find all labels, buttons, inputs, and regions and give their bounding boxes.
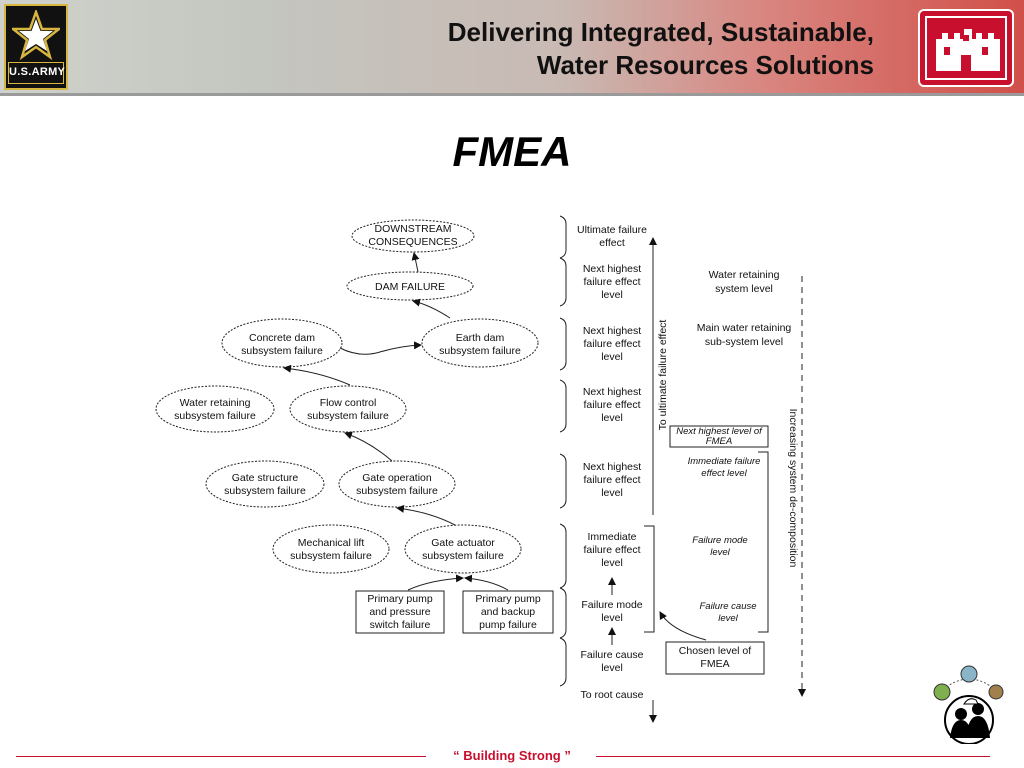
army-label: U.S.ARMY bbox=[8, 62, 65, 84]
footer-line-left bbox=[16, 756, 426, 757]
svg-text:Flow control: Flow control bbox=[320, 397, 377, 409]
svg-text:To root cause: To root cause bbox=[580, 689, 643, 701]
svg-text:effect level: effect level bbox=[701, 468, 747, 479]
globe-icon bbox=[960, 665, 978, 683]
svg-text:level: level bbox=[601, 662, 623, 674]
team-logo bbox=[933, 665, 1004, 744]
tree-icon bbox=[988, 684, 1004, 700]
svg-text:level: level bbox=[601, 289, 623, 301]
svg-text:failure effect: failure effect bbox=[583, 399, 640, 411]
svg-text:Gate structure: Gate structure bbox=[232, 472, 299, 484]
castle-logo bbox=[918, 9, 1014, 87]
node-gate-structure: Gate structure subsystem failure bbox=[205, 460, 325, 508]
army-logo: U.S.ARMY bbox=[4, 4, 68, 90]
svg-text:Failure cause: Failure cause bbox=[580, 649, 643, 661]
headline: Delivering Integrated, Sustainable, Wate… bbox=[448, 16, 874, 82]
node-downstream-consequences: DOWNSTREAM CONSEQUENCES bbox=[351, 219, 475, 253]
node-earth-dam: Earth dam subsystem failure bbox=[421, 318, 539, 368]
svg-text:Main water retaining: Main water retaining bbox=[697, 322, 792, 334]
svg-text:level: level bbox=[718, 613, 738, 624]
header-banner: U.S.ARMY Delivering Integrated, Sustaina… bbox=[0, 0, 1024, 96]
svg-text:and backup: and backup bbox=[481, 606, 535, 618]
right-labels: Water retaining system level Main water … bbox=[665, 269, 799, 675]
svg-text:Failure mode: Failure mode bbox=[692, 535, 747, 546]
level-brackets bbox=[559, 215, 567, 687]
svg-text:Ultimate failure: Ultimate failure bbox=[577, 224, 647, 236]
tree-arrows bbox=[283, 252, 509, 591]
svg-text:subsystem failure: subsystem failure bbox=[241, 345, 323, 357]
svg-text:subsystem failure: subsystem failure bbox=[224, 485, 306, 497]
svg-text:Failure mode: Failure mode bbox=[581, 599, 642, 611]
node-concrete-dam: Concrete dam subsystem failure bbox=[221, 318, 343, 368]
svg-text:subsystem failure: subsystem failure bbox=[356, 485, 438, 497]
svg-text:subsystem failure: subsystem failure bbox=[290, 550, 372, 562]
svg-text:Immediate: Immediate bbox=[587, 531, 636, 543]
svg-text:Mechanical lift: Mechanical lift bbox=[298, 537, 365, 549]
svg-text:Gate operation: Gate operation bbox=[362, 472, 432, 484]
svg-text:level: level bbox=[710, 547, 730, 558]
headline-line-1: Delivering Integrated, Sustainable, bbox=[447, 17, 874, 47]
node-mechanical-lift: Mechanical lift subsystem failure bbox=[272, 524, 390, 574]
headline-line-2: Water Resources Solutions bbox=[536, 50, 874, 80]
svg-text:and pressure: and pressure bbox=[369, 606, 430, 618]
svg-text:Next highest: Next highest bbox=[583, 325, 641, 337]
svg-text:Failure cause: Failure cause bbox=[699, 601, 756, 612]
leaf-icon bbox=[933, 683, 951, 701]
svg-text:subsystem failure: subsystem failure bbox=[307, 410, 389, 422]
svg-text:Water retaining: Water retaining bbox=[709, 269, 780, 281]
svg-text:level: level bbox=[601, 557, 623, 569]
svg-text:failure effect: failure effect bbox=[583, 338, 640, 350]
svg-text:failure effect: failure effect bbox=[583, 474, 640, 486]
svg-text:subsystem failure: subsystem failure bbox=[174, 410, 256, 422]
svg-text:failure effect: failure effect bbox=[583, 544, 640, 556]
svg-text:FMEA: FMEA bbox=[706, 436, 732, 447]
svg-text:Immediate failure: Immediate failure bbox=[688, 456, 761, 467]
node-pump-pressure-switch: Primary pump and pressure switch failure bbox=[355, 590, 445, 634]
svg-text:Next highest: Next highest bbox=[583, 386, 641, 398]
svg-text:Water retaining: Water retaining bbox=[180, 397, 251, 409]
node-pump-backup: Primary pump and backup pump failure bbox=[462, 590, 554, 634]
node-dam-failure: DAM FAILURE bbox=[346, 271, 474, 301]
svg-text:Earth dam: Earth dam bbox=[456, 332, 505, 344]
svg-text:Concrete dam: Concrete dam bbox=[249, 332, 315, 344]
svg-text:Next highest level of: Next highest level of bbox=[676, 426, 763, 437]
svg-text:level: level bbox=[601, 412, 623, 424]
svg-text:Chosen level of: Chosen level of bbox=[679, 645, 751, 657]
level-labels: Ultimate failure effect Next highest fai… bbox=[577, 224, 647, 701]
node-gate-actuator: Gate actuator subsystem failure bbox=[404, 524, 522, 574]
node-gate-operation: Gate operation subsystem failure bbox=[338, 460, 456, 508]
svg-text:FMEA: FMEA bbox=[700, 658, 729, 670]
node-water-retaining: Water retaining subsystem failure bbox=[155, 385, 275, 433]
footer-tagline: “ Building Strong ” bbox=[453, 748, 571, 763]
svg-text:Next highest: Next highest bbox=[583, 461, 641, 473]
svg-text:Gate actuator: Gate actuator bbox=[431, 537, 495, 549]
star-icon bbox=[12, 10, 60, 61]
svg-text:Next highest: Next highest bbox=[583, 263, 641, 275]
level-arrows bbox=[608, 237, 806, 723]
svg-text:DAM FAILURE: DAM FAILURE bbox=[375, 281, 445, 293]
svg-text:failure effect: failure effect bbox=[583, 276, 640, 288]
svg-text:level: level bbox=[601, 351, 623, 363]
node-flow-control: Flow control subsystem failure bbox=[289, 385, 407, 433]
svg-text:CONSEQUENCES: CONSEQUENCES bbox=[368, 236, 457, 248]
castle-icon bbox=[925, 16, 1007, 80]
svg-text:system level: system level bbox=[715, 283, 773, 295]
footer-line-right bbox=[596, 756, 990, 757]
svg-text:DOWNSTREAM: DOWNSTREAM bbox=[375, 223, 452, 235]
svg-text:Increasing system de-compositi: Increasing system de-composition bbox=[787, 409, 799, 568]
svg-text:sub-system level: sub-system level bbox=[705, 336, 783, 348]
svg-text:switch failure: switch failure bbox=[370, 619, 431, 631]
page-title: FMEA bbox=[452, 128, 572, 175]
svg-text:pump failure: pump failure bbox=[479, 619, 537, 631]
svg-text:level: level bbox=[601, 487, 623, 499]
svg-text:subsystem failure: subsystem failure bbox=[422, 550, 504, 562]
svg-text:subsystem failure: subsystem failure bbox=[439, 345, 521, 357]
svg-text:effect: effect bbox=[599, 237, 625, 249]
to-ultimate-label: To ultimate failure effect bbox=[657, 320, 669, 431]
svg-text:Primary pump: Primary pump bbox=[367, 593, 433, 605]
svg-text:level: level bbox=[601, 612, 623, 624]
svg-text:Primary pump: Primary pump bbox=[475, 593, 541, 605]
